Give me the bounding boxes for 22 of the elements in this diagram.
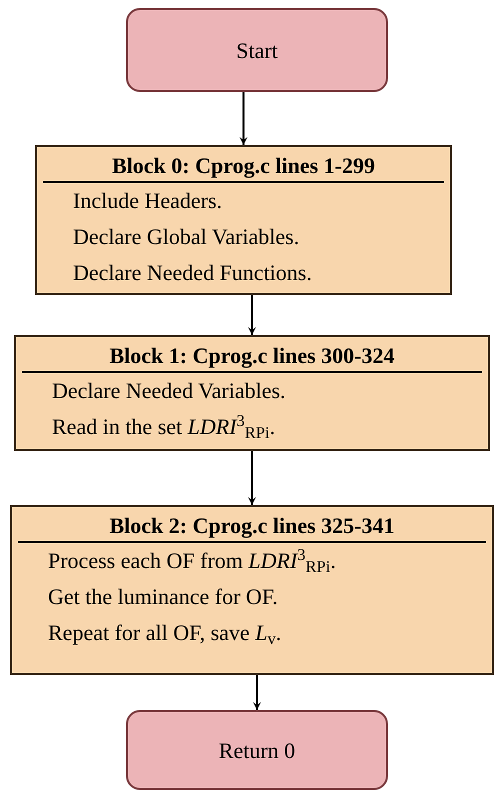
process-box	[14, 335, 490, 451]
terminal-label: Start	[236, 36, 278, 64]
terminal-box	[126, 8, 388, 92]
arrow	[240, 92, 248, 145]
terminal-box	[126, 710, 388, 790]
statement-text: Read in the set LDRI$^{3}$$_{RPi}$.	[51, 410, 276, 444]
process-box	[35, 145, 452, 295]
statement-text: Process each OF from LDRI$^{3}$$_{RPi}$.	[47, 544, 337, 578]
process-box	[10, 505, 494, 675]
statement-text: Get the luminance for OF.	[47, 583, 279, 611]
arrow	[248, 451, 256, 505]
statement-text: Declare Global Variables.	[72, 223, 300, 251]
statement-text: Declare Needed Variables.	[51, 377, 287, 405]
block-heading: Block 1: Cprog.c lines 300-324	[22, 341, 482, 373]
block-heading: Block 0: Cprog.c lines 1-299	[43, 151, 444, 183]
arrow	[253, 675, 261, 710]
terminal-label: Return 0	[218, 736, 296, 764]
statement-text: Declare Needed Functions.	[72, 259, 313, 287]
arrow	[248, 295, 256, 335]
statement-text: Include Headers.	[72, 187, 224, 215]
block-heading: Block 2: Cprog.c lines 325-341	[18, 511, 486, 543]
statement-text: Repeat for all OF, save L$_{v}$.	[47, 619, 282, 650]
